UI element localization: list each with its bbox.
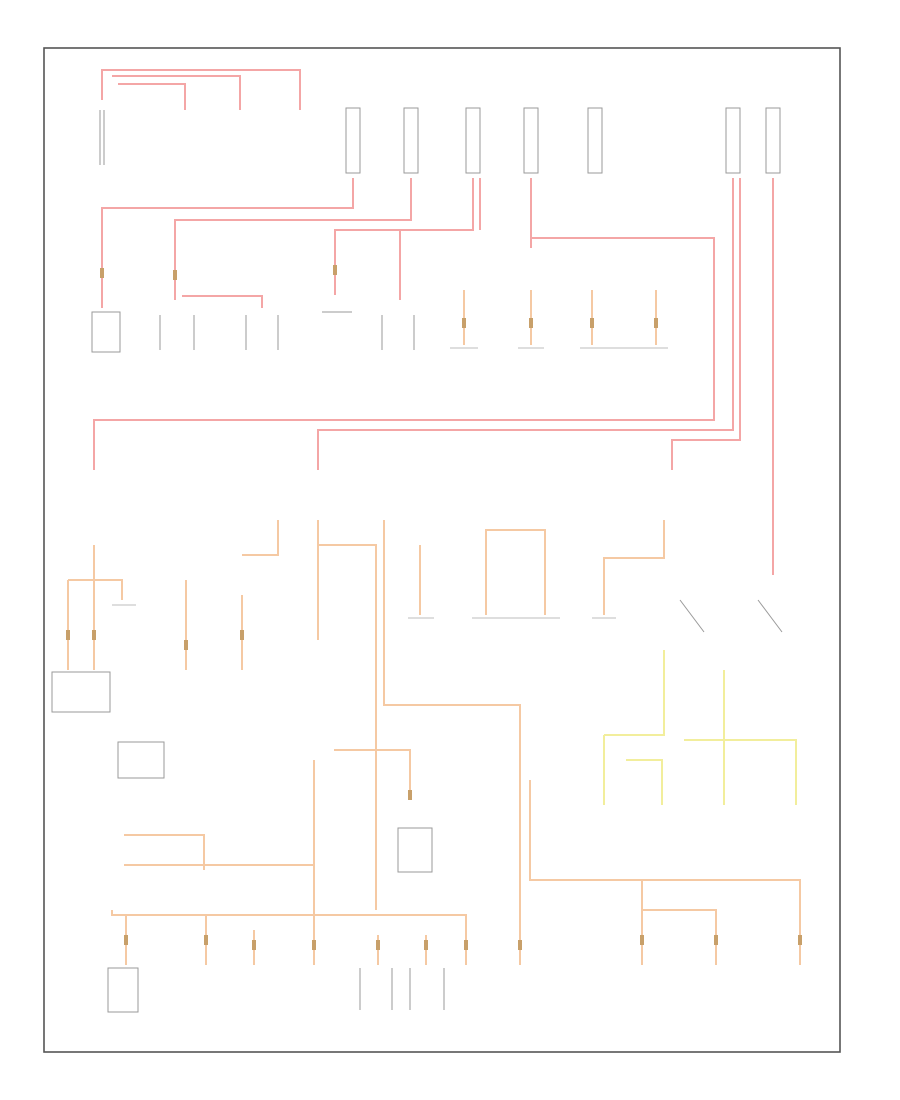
fuse-7 <box>765 107 781 174</box>
switch-1 <box>679 599 705 633</box>
switch-2 <box>757 599 783 633</box>
fuse-3 <box>465 107 481 174</box>
fuse-1 <box>345 107 361 174</box>
battery-feed-circuits <box>93 178 774 575</box>
ground-symbols <box>112 347 668 619</box>
ground-circuits <box>67 290 801 965</box>
motor-box <box>107 967 139 1013</box>
battery <box>99 69 301 165</box>
fuse-5 <box>587 107 603 174</box>
fuse-4 <box>523 107 539 174</box>
component-top-1 <box>91 311 121 353</box>
sensor-box <box>397 827 433 873</box>
fuse-block <box>345 107 781 174</box>
control-module <box>51 671 111 713</box>
diagram-frame <box>43 47 841 1053</box>
connectors <box>66 265 802 950</box>
fuse-2 <box>403 107 419 174</box>
fuse-6 <box>725 107 741 174</box>
signal-circuits <box>603 650 797 805</box>
relay-box <box>117 741 165 779</box>
